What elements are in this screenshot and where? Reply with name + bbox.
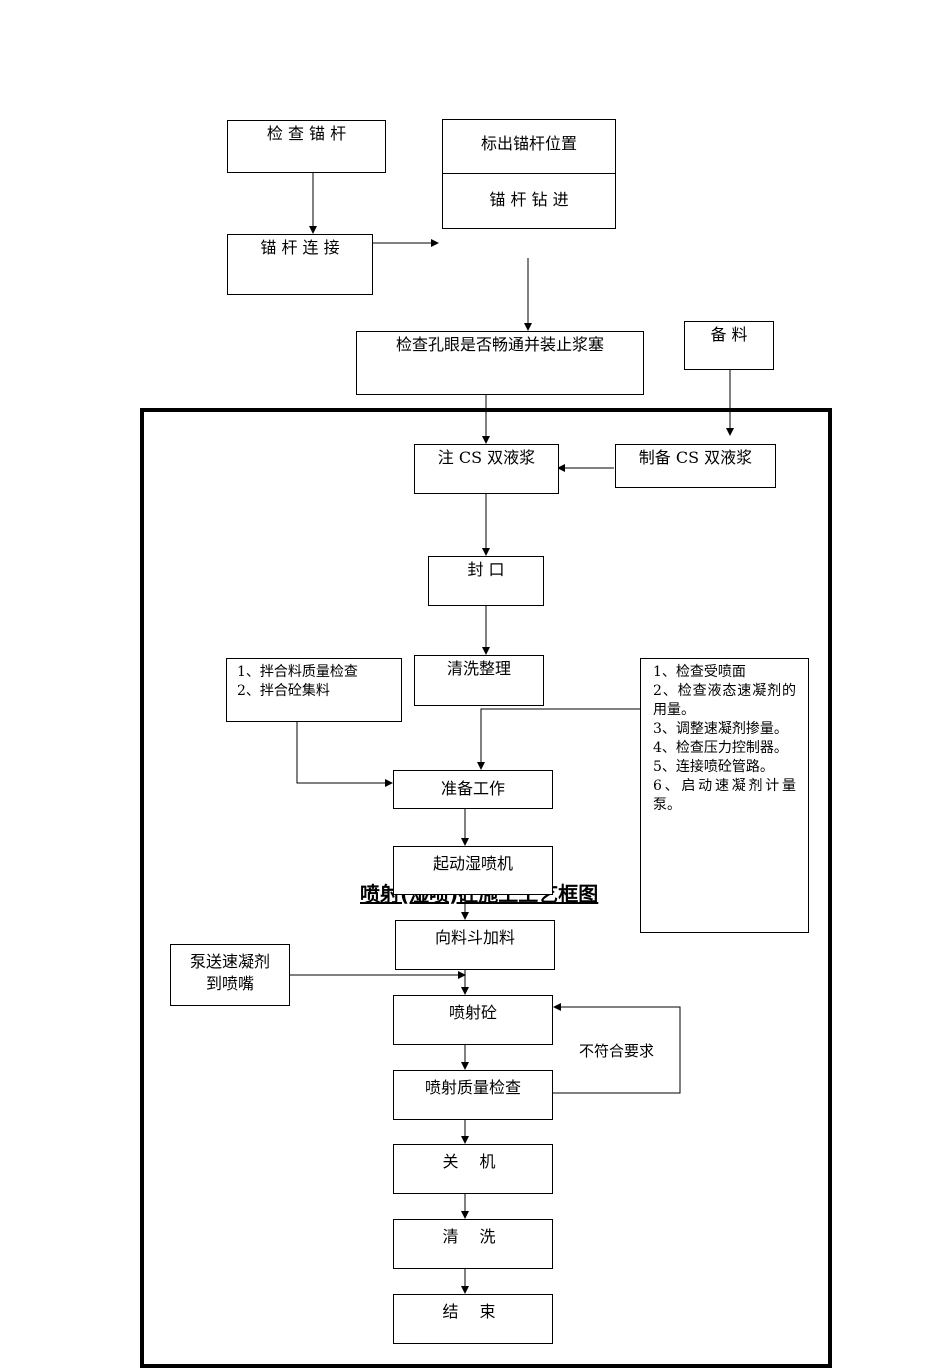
node-drill-anchor: 锚 杆 钻 进	[442, 173, 616, 229]
pump-accel-line: 到喷嘴	[205, 974, 254, 993]
node-start-machine: 起动湿喷机	[393, 846, 553, 895]
edge-mix-to-prep	[296, 721, 393, 787]
prep-check-item: 5、连接喷砼管路。	[653, 759, 774, 775]
node-end: 结 束	[393, 1294, 553, 1344]
pump-accel-line: 泵送速凝剂	[189, 952, 270, 971]
node-prepare-material: 备 料	[684, 321, 774, 370]
node-check-anchor: 检 查 锚 杆	[227, 120, 386, 173]
node-inject-cs: 注 CS 双液浆	[414, 444, 559, 494]
prep-check-item: 1、检查受喷面	[653, 664, 746, 680]
node-seal: 封 口	[428, 556, 544, 606]
prep-checks-box: 1、检查受喷面 2、检查液态速凝剂的用量。 3、调整速凝剂掺量。 4、检查压力控…	[640, 658, 809, 933]
mix-check-item: 1、拌合料质量检查	[237, 664, 358, 680]
prep-check-item: 2、检查液态速凝剂的用量。	[653, 683, 796, 718]
prep-check-item: 4、检查压力控制器。	[653, 740, 788, 756]
node-clean-arrange: 清洗整理	[414, 655, 544, 706]
node-check-hole: 检查孔眼是否畅通并装止浆塞	[356, 331, 644, 395]
node-wash: 清 洗	[393, 1219, 553, 1269]
node-anchor-connect: 锚 杆 连 接	[227, 234, 373, 295]
node-prep-work: 准备工作	[393, 770, 553, 809]
edge-loop-back	[553, 1003, 681, 1094]
node-shutdown: 关 机	[393, 1144, 553, 1194]
prep-check-item: 3、调整速凝剂掺量。	[653, 721, 788, 737]
node-feed-hopper: 向料斗加料	[395, 920, 555, 970]
node-pump-accel: 泵送速凝剂 到喷嘴	[170, 944, 290, 1006]
mix-check-item: 2、拌合砼集料	[237, 683, 330, 699]
node-spray: 喷射砼	[393, 995, 553, 1045]
prep-check-item: 6、启动速凝剂计量泵。	[653, 778, 796, 813]
node-make-cs: 制备 CS 双液浆	[615, 444, 776, 488]
edge-checks-to-prep	[477, 708, 640, 770]
node-spray-check: 喷射质量检查	[393, 1070, 553, 1120]
loop-label: 不符合要求	[579, 1042, 655, 1060]
node-mark-anchor: 标出锚杆位置	[442, 119, 616, 174]
mix-checks-box: 1、拌合料质量检查 2、拌合砼集料	[226, 658, 402, 722]
